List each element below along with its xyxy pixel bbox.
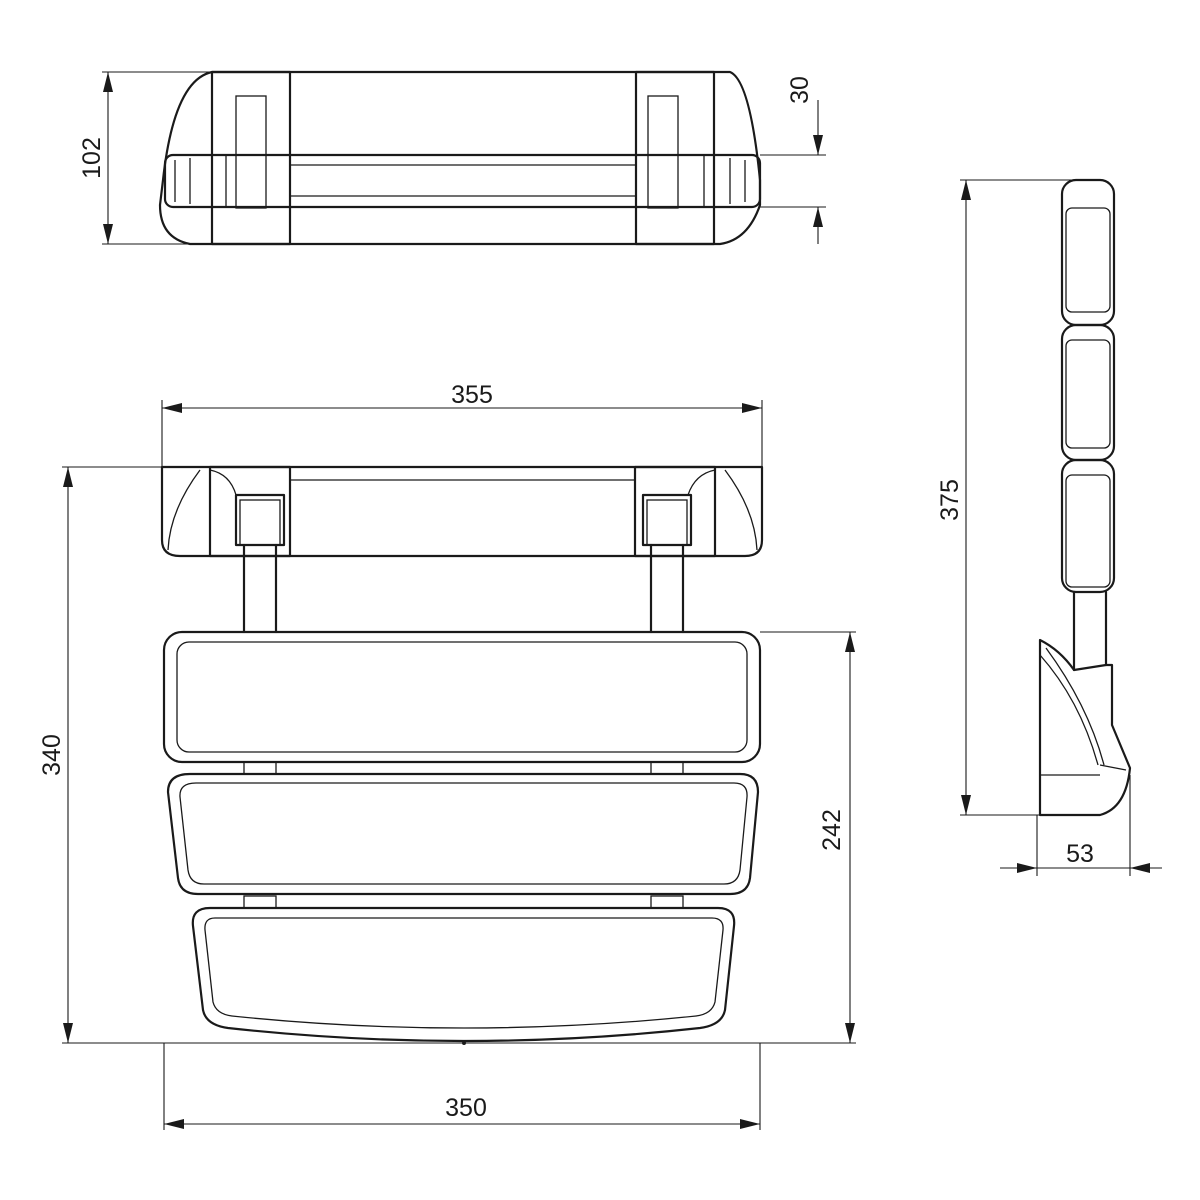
dimension-top-rail: 30 [760, 76, 826, 244]
dimension-front-width-top: 355 [161, 381, 763, 467]
dimension-side-height: 375 [936, 179, 1088, 816]
side-view [1038, 178, 1132, 817]
front-view [160, 465, 764, 1045]
dimension-top-depth: 102 [78, 71, 212, 245]
dimension-label-340: 340 [38, 734, 66, 776]
dimension-label-355: 355 [451, 381, 493, 409]
dimension-label-30: 30 [786, 76, 814, 104]
dimension-seat-height: 242 [464, 631, 856, 1044]
top-view [158, 70, 762, 246]
dimension-label-350: 350 [445, 1094, 487, 1122]
dimension-label-242: 242 [818, 809, 846, 851]
dimension-side-depth: 53 [1000, 775, 1162, 876]
dimension-front-height: 340 [38, 466, 464, 1044]
dimension-label-102: 102 [78, 137, 106, 179]
dimension-front-width-bottom: 350 [163, 1043, 761, 1130]
dimension-label-53: 53 [1066, 840, 1094, 868]
dimension-label-375: 375 [936, 479, 964, 521]
